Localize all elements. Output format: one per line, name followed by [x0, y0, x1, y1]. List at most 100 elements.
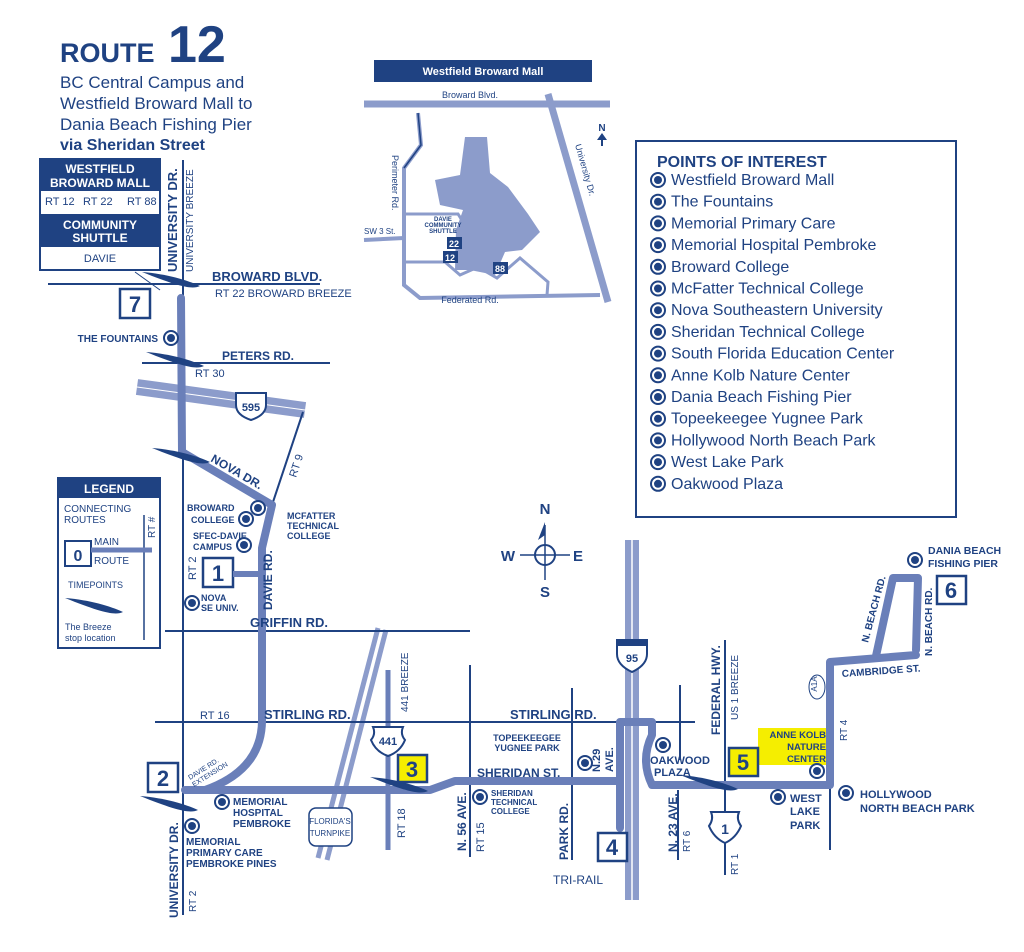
svg-text:RT 2: RT 2 [188, 890, 199, 912]
svg-text:stop location: stop location [65, 633, 116, 643]
svg-text:STIRLING RD.: STIRLING RD. [264, 707, 351, 722]
a1a-shield-icon: A1A [808, 674, 826, 700]
svg-text:RT 30: RT 30 [195, 368, 225, 380]
svg-text:CAMPUS: CAMPUS [193, 542, 232, 552]
svg-text:RT 1: RT 1 [730, 853, 741, 875]
svg-text:0: 0 [74, 548, 83, 565]
poi-list-item: Dania Beach Fishing Pier [671, 389, 852, 406]
svg-text:1: 1 [212, 561, 224, 586]
svg-text:YUGNEE PARK: YUGNEE PARK [494, 743, 560, 753]
map-pois: THE FOUNTAINS BROWARD COLLEGE SFEC-DAVIE… [78, 330, 1001, 870]
svg-text:2: 2 [157, 766, 169, 791]
poi-list-item: West Lake Park [671, 454, 785, 471]
timepoint-4: 4 [596, 831, 629, 863]
svg-text:N.29: N.29 [591, 749, 603, 772]
svg-text:A1A: A1A [810, 676, 819, 692]
svg-text:GRIFFIN RD.: GRIFFIN RD. [250, 615, 328, 630]
poi-list-item: Topeekeegee Yugnee Park [671, 411, 864, 428]
inset-shuttle-3: SHUTTLE [429, 229, 457, 235]
svg-text:RT 4: RT 4 [839, 719, 850, 741]
poi-marker-icon [214, 794, 230, 810]
svg-text:SHERIDAN: SHERIDAN [491, 789, 533, 798]
poi-marker-icon [577, 755, 593, 771]
us441-shield-icon: 441 [369, 726, 407, 758]
poi-marker-icon [472, 789, 488, 805]
header: ROUTE 12 BC Central Campus and Westfield… [60, 16, 252, 154]
svg-text:PETERS RD.: PETERS RD. [222, 349, 294, 363]
subtitle-via: via Sheridan Street [60, 137, 206, 154]
poi-bullet-icon [650, 432, 666, 449]
svg-text:THE FOUNTAINS: THE FOUNTAINS [78, 334, 159, 345]
poi-marker-icon [655, 737, 671, 753]
svg-text:SHERIDAN ST.: SHERIDAN ST. [477, 766, 560, 780]
svg-text:RT 2: RT 2 [187, 557, 199, 580]
inset-badge-12: 12 [445, 253, 455, 263]
svg-text:3: 3 [406, 757, 418, 782]
mall-inset: Westfield Broward Mall Broward Blvd. Uni… [363, 60, 612, 305]
box-route-12: RT 12 [45, 196, 75, 208]
svg-text:MEMORIAL: MEMORIAL [233, 797, 287, 808]
inset-badge-88: 88 [495, 264, 505, 274]
poi-bullet-icon [650, 454, 666, 471]
svg-text:LEGEND: LEGEND [84, 482, 134, 496]
poi-marker-icon [184, 595, 200, 611]
svg-text:S: S [540, 584, 550, 601]
poi-bullet-icon [650, 367, 666, 384]
subtitle-line-2: Westfield Broward Mall to [60, 94, 252, 113]
svg-text:BROWARD: BROWARD [187, 503, 235, 513]
main-route-line [177, 294, 922, 832]
svg-text:UNIVERSITY DR.: UNIVERSITY DR. [165, 168, 180, 272]
svg-text:CENTER: CENTER [787, 754, 826, 765]
poi-bullet-icon [650, 258, 666, 275]
svg-text:RT 15: RT 15 [475, 822, 487, 852]
svg-text:95: 95 [626, 653, 638, 665]
poi-list-item: McFatter Technical College [671, 281, 864, 298]
poi-list-item: Anne Kolb Nature Center [671, 367, 850, 384]
shuttle-title-1: COMMUNITY [63, 218, 137, 232]
svg-text:RT 22 BROWARD BREEZE: RT 22 BROWARD BREEZE [215, 288, 352, 300]
poi-list-item: South Florida Education Center [671, 346, 895, 363]
svg-text:FISHING PIER: FISHING PIER [928, 558, 998, 570]
svg-text:PARK: PARK [790, 820, 820, 832]
poi-list-item: Memorial Primary Care [671, 215, 836, 232]
timepoint-2: 2 [146, 761, 180, 794]
breeze-stop-icon [142, 272, 200, 288]
inset-federated-rd: Federated Rd. [441, 295, 499, 305]
poi-bullet-icon [650, 302, 666, 319]
subtitle-line-3: Dania Beach Fishing Pier [60, 115, 252, 134]
poi-title: POINTS OF INTEREST [657, 154, 827, 171]
svg-text:UNIVERSITY DR.: UNIVERSITY DR. [167, 822, 181, 918]
svg-text:TURNPIKE: TURNPIKE [310, 829, 350, 838]
poi-marker-icon [907, 552, 923, 568]
svg-text:TOPEEKEEGEE: TOPEEKEEGEE [493, 733, 561, 743]
svg-text:N. 23 AVE.: N. 23 AVE. [666, 793, 680, 852]
svg-text:SFEC-DAVIE: SFEC-DAVIE [193, 531, 247, 541]
poi-bullet-icon [650, 237, 666, 254]
poi-list-item: Oakwood Plaza [671, 476, 783, 493]
route-number: 12 [168, 16, 226, 74]
poi-bullet-icon [650, 280, 666, 297]
connections-box: WESTFIELD BROWARD MALL RT 12 RT 22 RT 88… [39, 158, 161, 291]
poi-marker-icon [770, 789, 786, 805]
svg-text:UNIVERSITY BREEZE: UNIVERSITY BREEZE [185, 169, 196, 272]
svg-text:7: 7 [129, 292, 141, 317]
points-of-interest-panel: POINTS OF INTEREST Westfield Broward Mal… [635, 140, 957, 518]
inset-perimeter-rd: Perimeter Rd. [390, 155, 400, 211]
svg-text:MCFATTER: MCFATTER [287, 511, 336, 521]
svg-text:441: 441 [379, 736, 397, 748]
svg-text:595: 595 [242, 402, 260, 414]
inset-shuttle-1: DAVIE [434, 217, 452, 223]
route-word: ROUTE [60, 38, 155, 68]
poi-marker-icon [838, 785, 854, 801]
svg-text:MEMORIAL: MEMORIAL [186, 837, 240, 848]
poi-marker-icon [250, 500, 266, 516]
svg-text:HOSPITAL: HOSPITAL [233, 808, 283, 819]
svg-text:STIRLING RD.: STIRLING RD. [510, 707, 597, 722]
poi-marker-icon [809, 763, 825, 779]
svg-text:COLLEGE: COLLEGE [287, 531, 331, 541]
svg-text:CAMBRIDGE ST.: CAMBRIDGE ST. [841, 664, 921, 680]
i95-shield-icon: 95 [616, 639, 648, 674]
breeze-stop-icon [140, 796, 198, 812]
svg-text:RT 9: RT 9 [287, 453, 306, 479]
